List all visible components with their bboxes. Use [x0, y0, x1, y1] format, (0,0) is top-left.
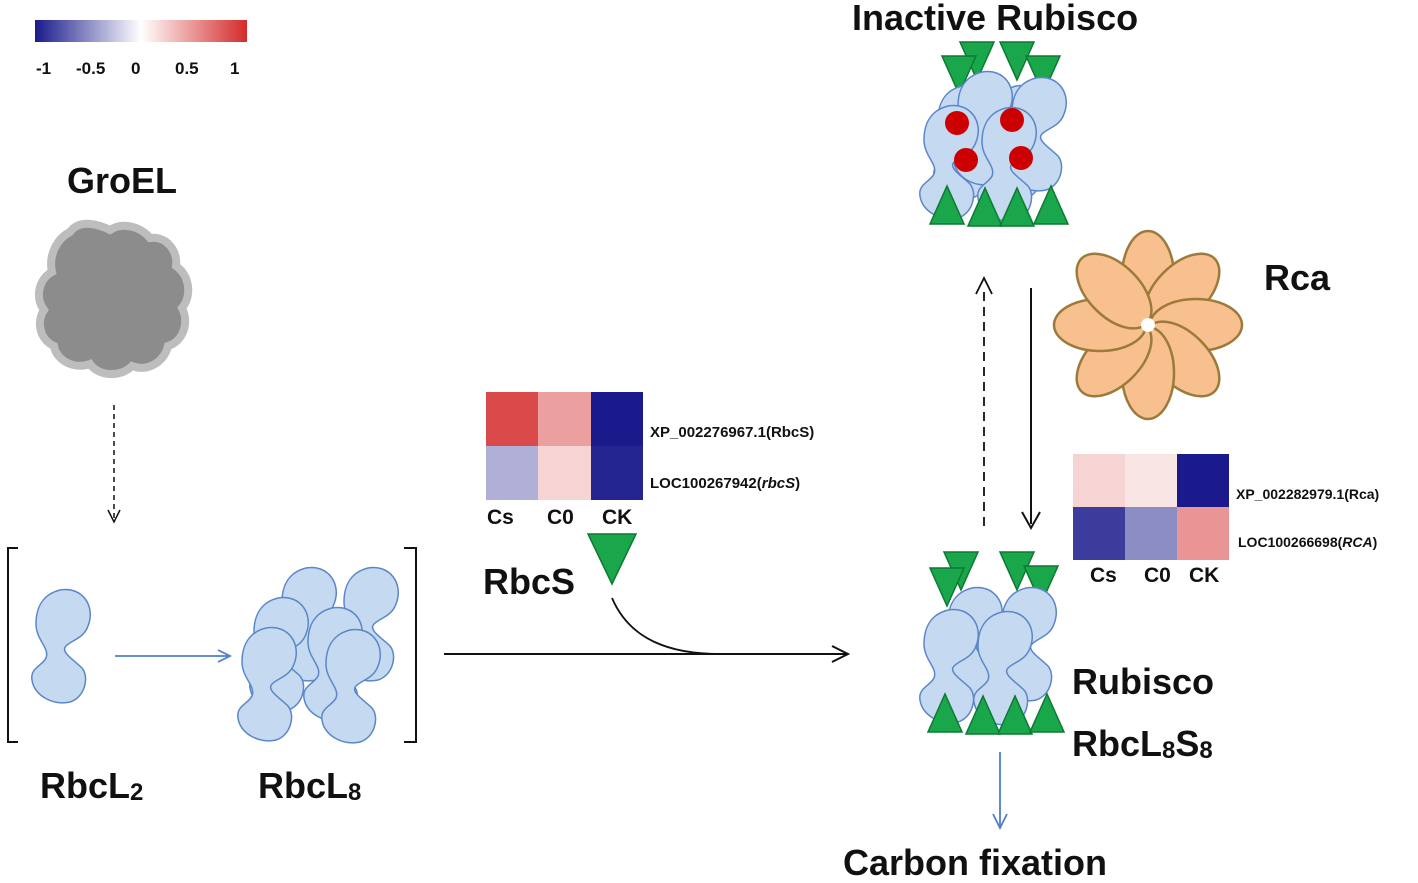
active-rubisco-complex	[919, 551, 1065, 735]
rbcs-join-curve	[611, 597, 721, 655]
heatmap-cell	[1125, 454, 1177, 507]
rca-col-label: Cs	[1090, 564, 1117, 587]
heatmap-cell	[486, 446, 539, 500]
carbon-fixation-label: Carbon fixation	[843, 842, 1108, 883]
heatmap-cell	[590, 446, 643, 500]
rca-col-label: C0	[1144, 564, 1171, 587]
rca-gene-label: XP_002282979.1(Rca)	[1236, 486, 1380, 502]
rbcs-gene-label: XP_002276967.1(RbcS)	[650, 424, 815, 441]
rca-hexamer	[1052, 229, 1244, 421]
rca-heatmap	[1073, 454, 1229, 560]
rubisco-label: Rubisco	[1072, 661, 1215, 702]
heatmap-cell	[1073, 507, 1125, 560]
heatmap-cell	[538, 392, 591, 446]
heatmap-cell	[590, 392, 643, 446]
rbcs-triangle	[586, 533, 638, 586]
heatmap-cell	[1125, 507, 1177, 560]
rca-label: Rca	[1264, 257, 1331, 298]
rbcs-label: RbcS	[483, 561, 576, 602]
rbcs-gene-label: LOC100267942(rbcS)	[650, 475, 801, 492]
scale-tick: 0.5	[175, 59, 199, 78]
heatmap-cell	[1177, 507, 1229, 560]
rca-col-label: CK	[1189, 564, 1220, 587]
rbcs-col-label: Cs	[487, 506, 514, 529]
inhibitor-dot	[1000, 108, 1024, 132]
scale-tick: -0.5	[76, 59, 106, 78]
scale-tick: 0	[131, 59, 141, 78]
groel-label: GroEL	[67, 160, 178, 201]
heatmap-cell	[486, 392, 539, 446]
scale-tick: 1	[230, 59, 240, 78]
rbcs-col-label: CK	[602, 506, 633, 529]
heatmap-cell	[1073, 454, 1125, 507]
heatmap-cell	[1177, 454, 1229, 507]
rbcs-col-label: C0	[547, 506, 574, 529]
right-bracket	[404, 547, 417, 743]
rbcl2-label: RbcL2	[40, 765, 144, 806]
rca-gene-label: LOC100266698(RCA)	[1238, 534, 1378, 550]
inhibitor-dot	[954, 148, 978, 172]
inactive-rubisco-label: Inactive Rubisco	[852, 0, 1139, 38]
rbcl8s8-label: RbcL8S8	[1072, 723, 1213, 764]
scale-tick: -1	[36, 59, 52, 78]
left-bracket	[7, 547, 18, 743]
groel-blob	[34, 219, 193, 378]
inhibitor-dot	[1009, 146, 1033, 170]
color-scale-bar	[35, 20, 247, 42]
inactive-rubisco-complex	[919, 41, 1069, 227]
rbcl8-label: RbcL8	[258, 765, 362, 806]
rbcl8-octamer	[237, 566, 400, 744]
heatmap-cell	[538, 446, 591, 500]
rbcs-heatmap	[486, 392, 643, 500]
inhibitor-dot	[945, 111, 969, 135]
rbcl2-subunit	[31, 588, 92, 704]
